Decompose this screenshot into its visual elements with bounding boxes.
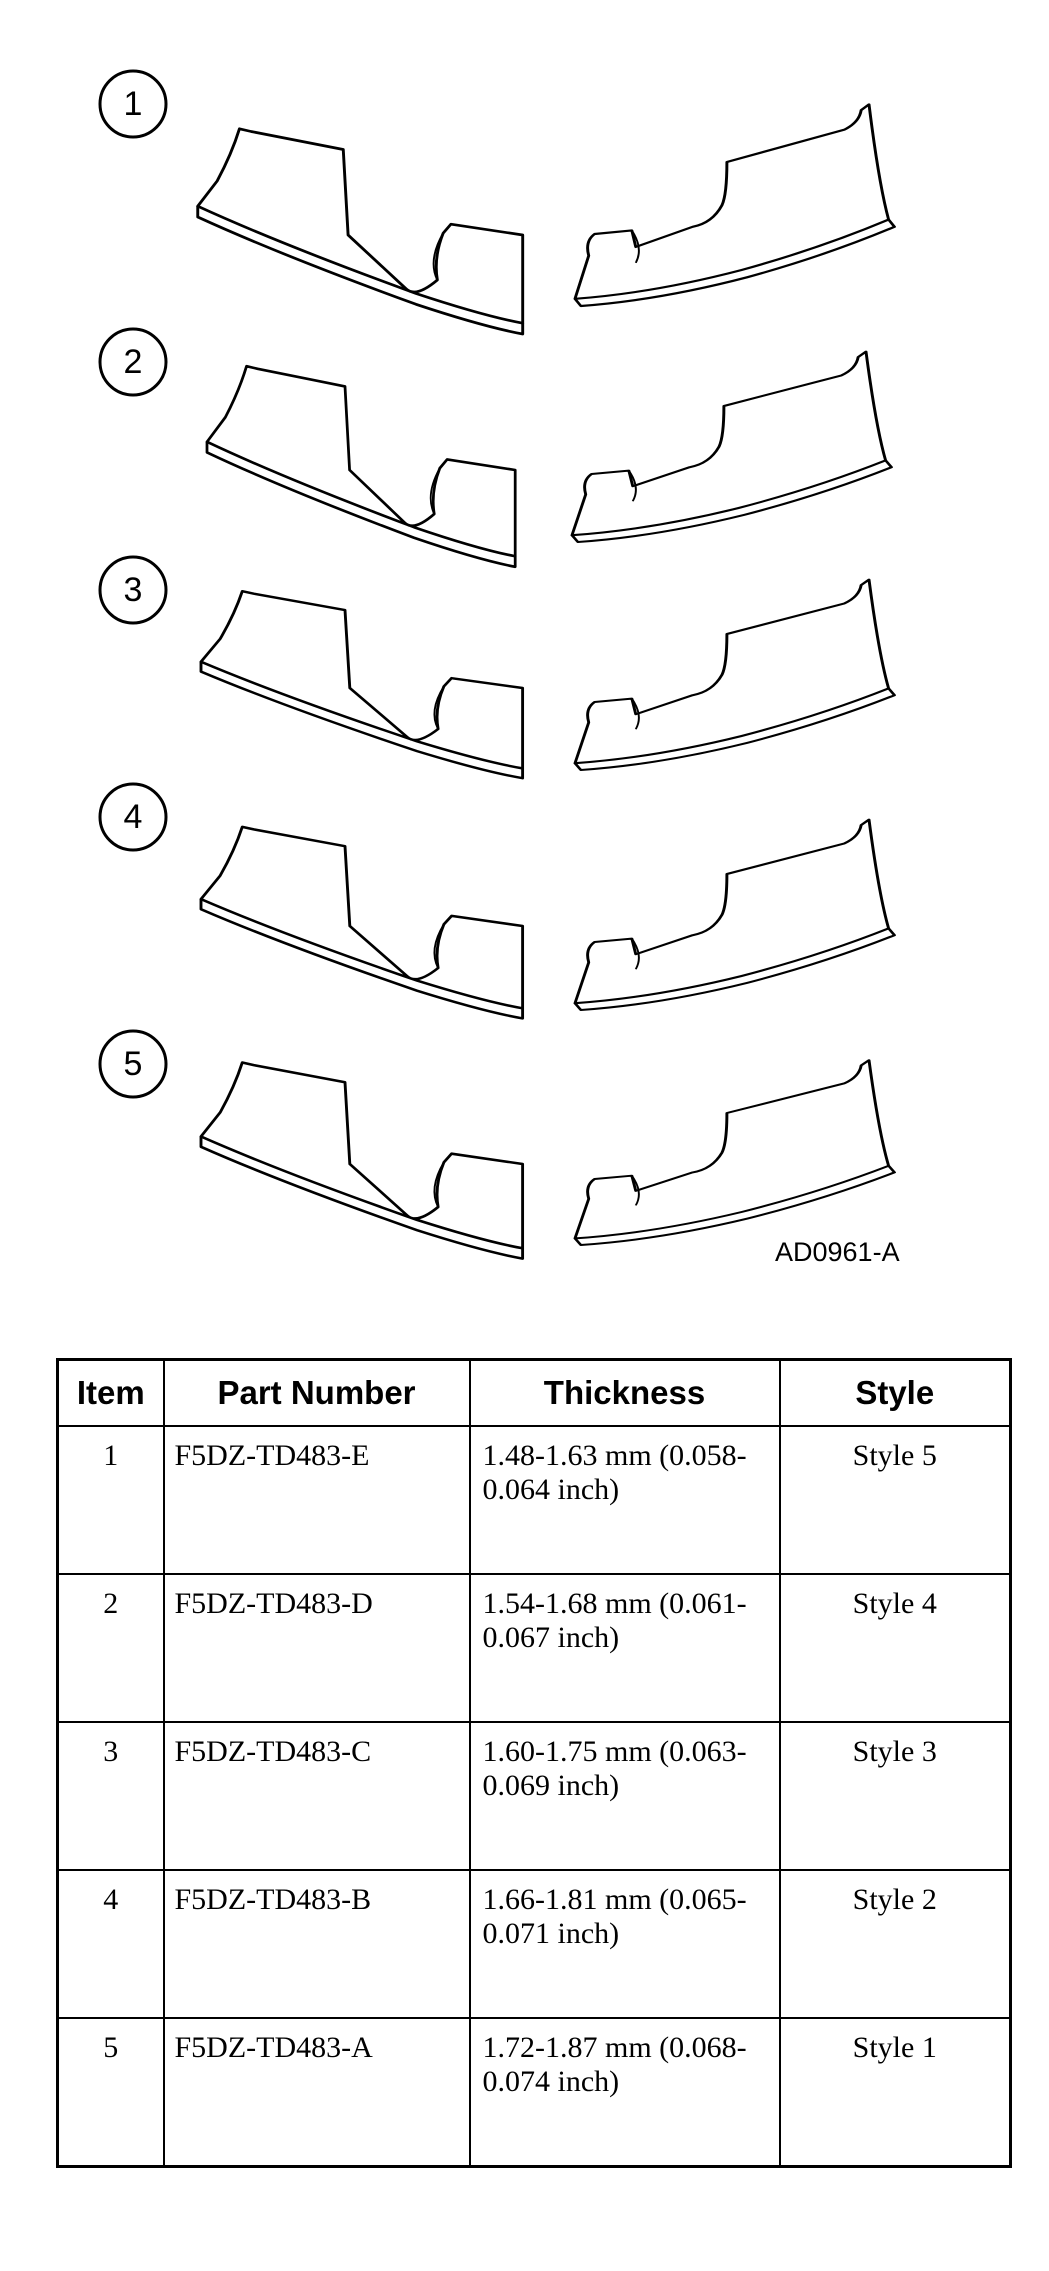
- callout-5-circle: [98, 1029, 168, 1099]
- cell-thickness: 1.66-1.81 mm (0.065-0.071 inch): [468, 1869, 781, 2019]
- cell-part-number: F5DZ-TD483-D: [162, 1573, 471, 1723]
- header-style: Style: [778, 1358, 1012, 1427]
- cell-item: 4: [56, 1869, 165, 2019]
- cell-part-number: F5DZ-TD483-E: [162, 1425, 471, 1575]
- header-item: Item: [56, 1358, 165, 1427]
- cell-style: Style 2: [778, 1869, 1012, 2019]
- table-row: 4 F5DZ-TD483-B 1.66-1.81 mm (0.065-0.071…: [56, 1869, 1012, 2019]
- cell-style: Style 3: [778, 1721, 1012, 1871]
- cell-style: Style 4: [778, 1573, 1012, 1723]
- cell-part-number: F5DZ-TD483-A: [162, 2017, 471, 2168]
- table-row: 1 F5DZ-TD483-E 1.48-1.63 mm (0.058-0.064…: [56, 1425, 1012, 1575]
- table-header-row: Item Part Number Thickness Style: [56, 1358, 1012, 1427]
- callout-5-label: 5: [123, 1045, 143, 1083]
- cell-thickness: 1.48-1.63 mm (0.058-0.064 inch): [468, 1425, 781, 1575]
- shim-pair-2: [98, 327, 893, 569]
- callout-2-label: 2: [123, 343, 143, 381]
- cell-item: 5: [56, 2017, 165, 2168]
- cell-style: Style 1: [778, 2017, 1012, 2168]
- cell-thickness: 1.54-1.68 mm (0.061-0.067 inch): [468, 1573, 781, 1723]
- shim-pair-1: [98, 69, 896, 336]
- table-row: 2 F5DZ-TD483-D 1.54-1.68 mm (0.061-0.067…: [56, 1573, 1012, 1723]
- cell-thickness: 1.72-1.87 mm (0.068-0.074 inch): [468, 2017, 781, 2168]
- callout-4-circle: [98, 782, 168, 852]
- callout-4-label: 4: [123, 798, 143, 836]
- callout-3-label: 3: [123, 571, 143, 609]
- cell-style: Style 5: [778, 1425, 1012, 1575]
- header-thickness: Thickness: [468, 1358, 781, 1427]
- shim-pair-4: [98, 782, 896, 1020]
- cell-part-number: F5DZ-TD483-C: [162, 1721, 471, 1871]
- shim-spec-table: Item Part Number Thickness Style 1 F5DZ-…: [56, 1358, 1012, 2168]
- cell-item: 1: [56, 1425, 165, 1575]
- callout-1-circle: [98, 69, 168, 139]
- cell-item: 2: [56, 1573, 165, 1723]
- cell-thickness: 1.60-1.75 mm (0.063-0.069 inch): [468, 1721, 781, 1871]
- figure-reference-id: AD0961-A: [775, 1237, 900, 1267]
- callout-3-circle: [98, 555, 168, 625]
- cell-item: 3: [56, 1721, 165, 1871]
- table-row: 3 F5DZ-TD483-C 1.60-1.75 mm (0.063-0.069…: [56, 1721, 1012, 1871]
- cell-part-number: F5DZ-TD483-B: [162, 1869, 471, 2019]
- shim-style-illustration: 1 2 3 4 5 AD0961-A: [98, 69, 900, 1267]
- shim-pair-3: [98, 555, 896, 780]
- table-row: 5 F5DZ-TD483-A 1.72-1.87 mm (0.068-0.074…: [56, 2017, 1012, 2168]
- callout-1-label: 1: [123, 85, 143, 123]
- shim-pair-5: [98, 1029, 896, 1261]
- callout-2-circle: [98, 327, 168, 397]
- header-part-number: Part Number: [162, 1358, 471, 1427]
